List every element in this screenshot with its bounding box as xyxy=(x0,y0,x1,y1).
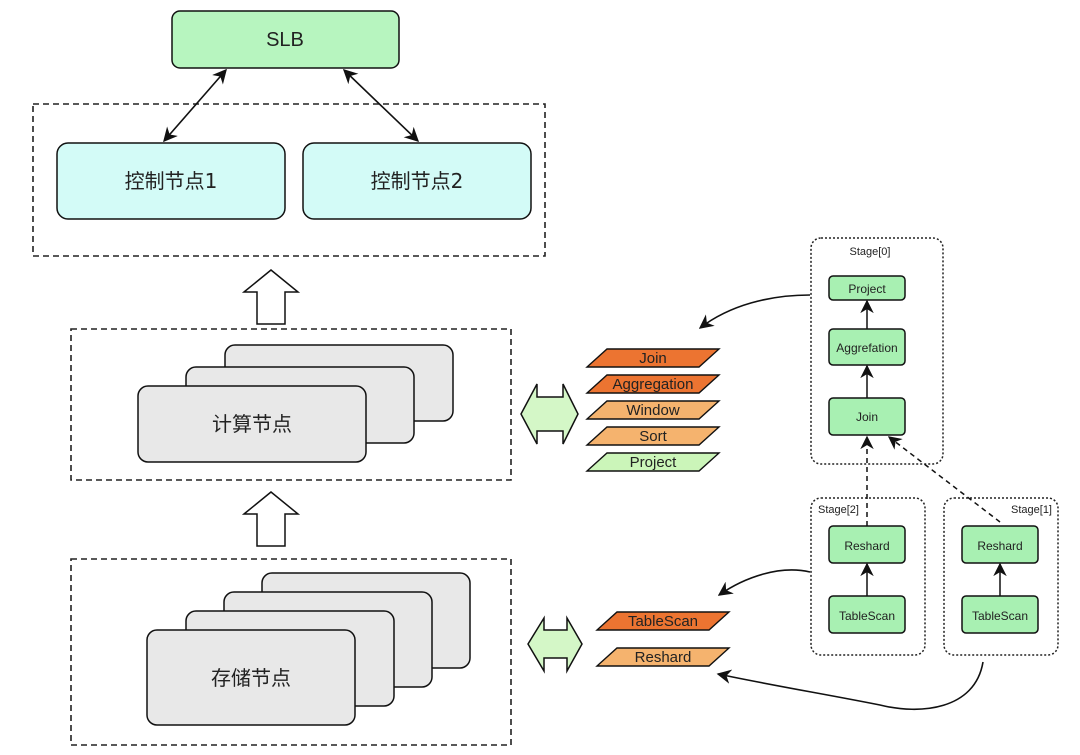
operator-shape xyxy=(585,426,721,446)
compute-operators-double-arrow xyxy=(520,383,579,445)
storage-operators-double-arrow xyxy=(527,615,583,674)
operator-shape xyxy=(585,348,721,368)
operator-shape xyxy=(595,611,731,631)
stage-1-node-reshard[interactable]: Reshard xyxy=(961,525,1039,564)
compute-node-stack[interactable]: 计算节点 xyxy=(137,344,454,463)
control-node-1[interactable]: 控制节点1 xyxy=(56,142,286,220)
stage-0-node-label: Aggrefation xyxy=(836,341,897,355)
stage-2[interactable]: Stage[2] Reshard TableScan xyxy=(810,497,926,656)
control-group-frame xyxy=(32,103,546,257)
stage-0-node-project[interactable]: Project xyxy=(828,275,906,301)
stage-0-node-join[interactable]: Join xyxy=(828,397,906,436)
storage-group-frame xyxy=(70,558,512,746)
compute-operator-sort[interactable]: Sort xyxy=(585,426,721,446)
operator-label: TableScan xyxy=(628,613,698,630)
stage-0[interactable]: Stage[0] Project Aggrefation Join xyxy=(810,237,944,465)
compute-operator-join[interactable]: Join xyxy=(585,348,721,368)
stage-0-title: Stage[0] xyxy=(850,246,891,258)
compute-node-label: 计算节点 xyxy=(212,412,292,436)
compute-operator-window[interactable]: Window xyxy=(585,400,721,420)
compute-group-frame xyxy=(70,328,512,481)
stage-1-title: Stage[1] xyxy=(1011,504,1052,516)
stage-0-node-label: Join xyxy=(856,410,878,424)
slb-node[interactable]: SLB xyxy=(171,10,400,69)
slb-control1-arrow xyxy=(163,68,227,143)
stage-2-node-reshard[interactable]: Reshard xyxy=(828,525,906,564)
slb-control2-arrow xyxy=(342,69,420,142)
operator-label: Reshard xyxy=(635,649,692,666)
stage-1-reshard-to-join-arrow xyxy=(887,436,1001,523)
operator-label: Join xyxy=(639,350,667,367)
storage-to-compute-up-arrow xyxy=(241,491,301,547)
operator-shape xyxy=(585,400,721,420)
stage-1-node-label: TableScan xyxy=(972,609,1028,623)
operator-label: Window xyxy=(626,402,680,419)
compute-operator-aggregation[interactable]: Aggregation xyxy=(585,374,721,394)
control-node-2[interactable]: 控制节点2 xyxy=(302,142,532,220)
stage-1[interactable]: Stage[1] Reshard TableScan xyxy=(943,497,1059,656)
storage-operator-tablescan[interactable]: TableScan xyxy=(595,611,731,631)
operator-label: Sort xyxy=(639,428,667,445)
compute-to-control-up-arrow xyxy=(241,269,301,325)
storage-node-stack[interactable]: 存储节点 xyxy=(146,572,471,726)
stage-2-node-tablescan[interactable]: TableScan xyxy=(828,595,906,634)
stage-1-node-tablescan[interactable]: TableScan xyxy=(961,595,1039,634)
operator-shape xyxy=(585,452,721,472)
operator-label: Project xyxy=(630,454,678,471)
storage-node-label: 存储节点 xyxy=(211,666,291,690)
stage-0-node-label: Project xyxy=(848,282,886,296)
storage-operator-reshard[interactable]: Reshard xyxy=(595,647,731,667)
operator-shape xyxy=(585,374,721,394)
stage-0-node-aggrefation[interactable]: Aggrefation xyxy=(828,328,906,366)
stage-2-node-label: Reshard xyxy=(844,539,889,553)
control-node-2-label: 控制节点2 xyxy=(371,169,464,193)
slb-label: SLB xyxy=(266,29,304,51)
stage-2-node-label: TableScan xyxy=(839,609,895,623)
stage-2-to-storage-operators-arrow xyxy=(717,569,811,596)
stage-2-title: Stage[2] xyxy=(818,504,859,516)
stage-1-node-label: Reshard xyxy=(977,539,1022,553)
control-node-1-label: 控制节点1 xyxy=(125,169,218,193)
stage-0-to-compute-operators-arrow xyxy=(698,294,811,329)
stage-1-to-storage-operators-arrow xyxy=(716,661,984,710)
operator-shape xyxy=(595,647,731,667)
compute-operator-project[interactable]: Project xyxy=(585,452,721,472)
operator-label: Aggregation xyxy=(613,376,694,393)
